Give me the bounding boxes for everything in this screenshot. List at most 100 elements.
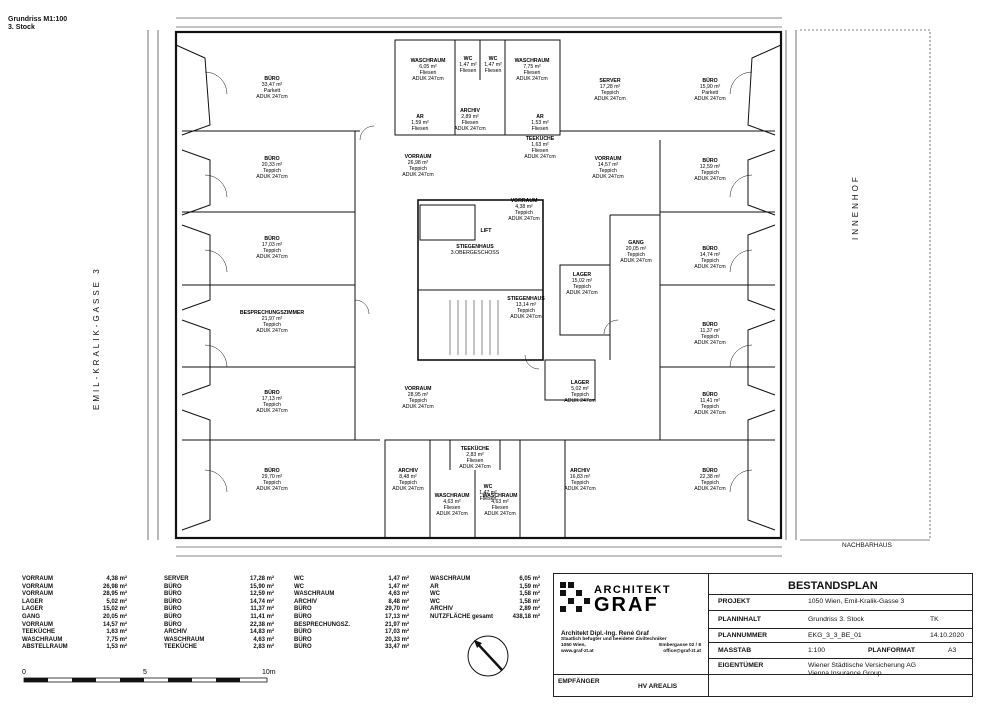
svg-text:11,37 m²: 11,37 m² [700,328,720,334]
svg-text:ADUK 247cm: ADUK 247cm [694,486,725,492]
area-room-value: 1,59 m² [519,583,540,590]
title-block: ARCHITEKT GRAF Architekt Dipl.-Ing. René… [553,573,973,697]
area-room-name: VORRAUM [22,621,53,628]
svg-text:BÜRO: BÜRO [702,157,717,164]
svg-text:Teppich: Teppich [409,166,427,172]
svg-text:Teppich: Teppich [263,168,281,174]
svg-text:Fliesen: Fliesen [480,496,497,502]
svg-text:TEEKÜCHE: TEEKÜCHE [526,135,555,142]
area-room-name: GANG [22,613,40,620]
svg-text:ADUK 247cm: ADUK 247cm [256,328,287,334]
svg-text:Fliesen: Fliesen [460,68,477,74]
svg-text:ADUK 247cm: ADUK 247cm [256,174,287,180]
area-room-name: BÜRO [164,606,182,613]
svg-text:ADUK 247cm: ADUK 247cm [694,410,725,416]
svg-text:LIFT: LIFT [481,228,493,234]
svg-text:ARCHIV: ARCHIV [398,468,418,474]
svg-text:Teppich: Teppich [701,480,719,486]
svg-text:12,59 m²: 12,59 m² [700,164,721,170]
svg-text:ADUK 247cm: ADUK 247cm [459,464,490,470]
svg-text:8,48 m²: 8,48 m² [399,474,417,480]
svg-text:20,33 m²: 20,33 m² [262,162,283,168]
svg-text:ADUK 247cm: ADUK 247cm [510,314,541,320]
svg-text:TEEKÜCHE: TEEKÜCHE [461,445,490,452]
svg-text:ADUK 247cm: ADUK 247cm [694,96,725,102]
svg-text:ADUK 247cm: ADUK 247cm [566,290,597,296]
svg-text:ADUK 247cm: ADUK 247cm [256,254,287,260]
svg-text:BÜRO: BÜRO [702,77,717,84]
svg-text:Fliesen: Fliesen [532,126,549,132]
svg-text:ARCHIV: ARCHIV [460,108,480,114]
svg-text:14,74 m²: 14,74 m² [700,252,721,258]
area-room-name: TEEKÜCHE [22,629,56,636]
area-room-name: WC [430,598,440,605]
title-fields: BESTANDSPLAN PROJEKT 1050 Wien, Emil-Kra… [708,574,972,696]
svg-text:20,05 m²: 20,05 m² [626,246,647,252]
area-room-name: VORRAUM [22,583,53,590]
area-room-name: BÜRO [164,598,182,605]
svg-text:Fliesen: Fliesen [462,120,479,126]
svg-text:VORRAUM: VORRAUM [595,156,622,162]
svg-text:BÜRO: BÜRO [264,235,279,242]
svg-text:AR: AR [536,114,544,120]
area-room-value: 28,95 m² [102,591,127,598]
svg-text:2,83 m²: 2,83 m² [466,452,484,458]
area-room-name: AR [430,583,439,590]
svg-text:Teppich: Teppich [263,480,281,486]
svg-text:Parkett: Parkett [264,88,281,94]
svg-text:Teppich: Teppich [409,398,427,404]
svg-text:15,90 m²: 15,90 m² [700,84,721,90]
svg-text:3.OBERGESCHOSS: 3.OBERGESCHOSS [451,250,500,256]
area-room-value: 6,05 m² [519,576,540,582]
svg-text:GANG: GANG [628,240,644,246]
svg-text:WASCHRAUM: WASCHRAUM [483,493,518,499]
svg-text:AR: AR [416,114,424,120]
svg-text:WC: WC [484,484,493,490]
svg-text:7,75 m²: 7,75 m² [523,64,541,70]
svg-text:Teppich: Teppich [701,404,719,410]
svg-text:VORRAUM: VORRAUM [511,198,538,204]
area-room-name: WASCHRAUM [430,576,471,582]
svg-text:4,38 m²: 4,38 m² [515,204,533,210]
area-room-value: 14,74 m² [249,598,274,605]
area-room-value: 11,41 m² [250,613,274,620]
area-room-name: ABSTELLRAUM [22,644,68,651]
area-room-value: 4,63 m² [388,591,409,598]
svg-text:WASCHRAUM: WASCHRAUM [435,493,470,499]
area-room-name: LAGER [22,606,43,613]
neighbor-label: NACHBARHAUS [842,542,892,549]
svg-text:Fliesen: Fliesen [467,458,484,464]
svg-text:ADUK 247cm: ADUK 247cm [392,486,423,492]
svg-text:Teppich: Teppich [571,392,589,398]
area-room-name: ARCHIV [430,606,454,613]
svg-text:Parkett: Parkett [702,90,719,96]
area-room-name: ARCHIV [294,598,318,605]
svg-text:1,63 m²: 1,63 m² [531,142,549,148]
